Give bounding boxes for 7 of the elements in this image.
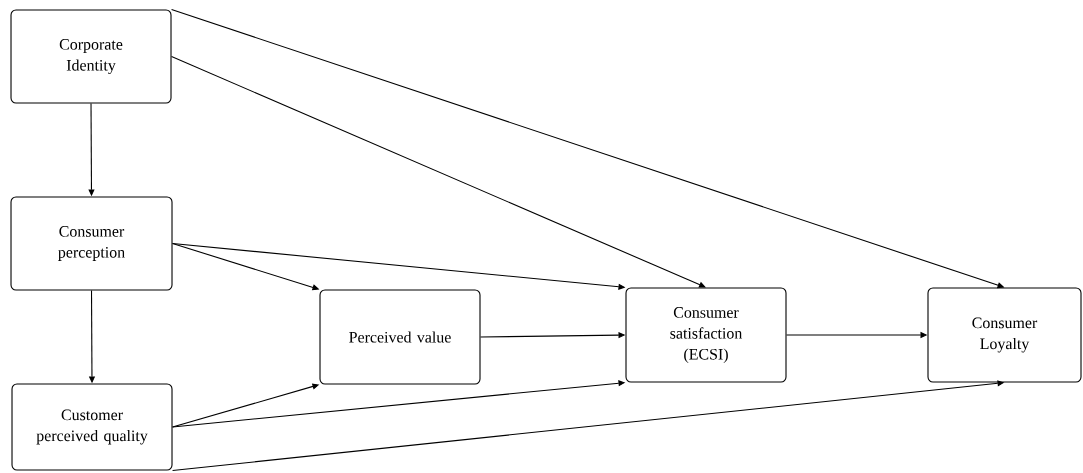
- process-box: Corporate Identity: [10, 9, 172, 104]
- arrow: [171, 55, 706, 288]
- process-box: Consumer Loyalty: [927, 287, 1082, 383]
- process-box: Consumer satisfaction (ECSI): [625, 287, 787, 383]
- process-box: Consumer perception: [10, 196, 173, 291]
- process-box: Customer perceived quality: [11, 383, 173, 471]
- process-box: Perceived value: [319, 289, 481, 385]
